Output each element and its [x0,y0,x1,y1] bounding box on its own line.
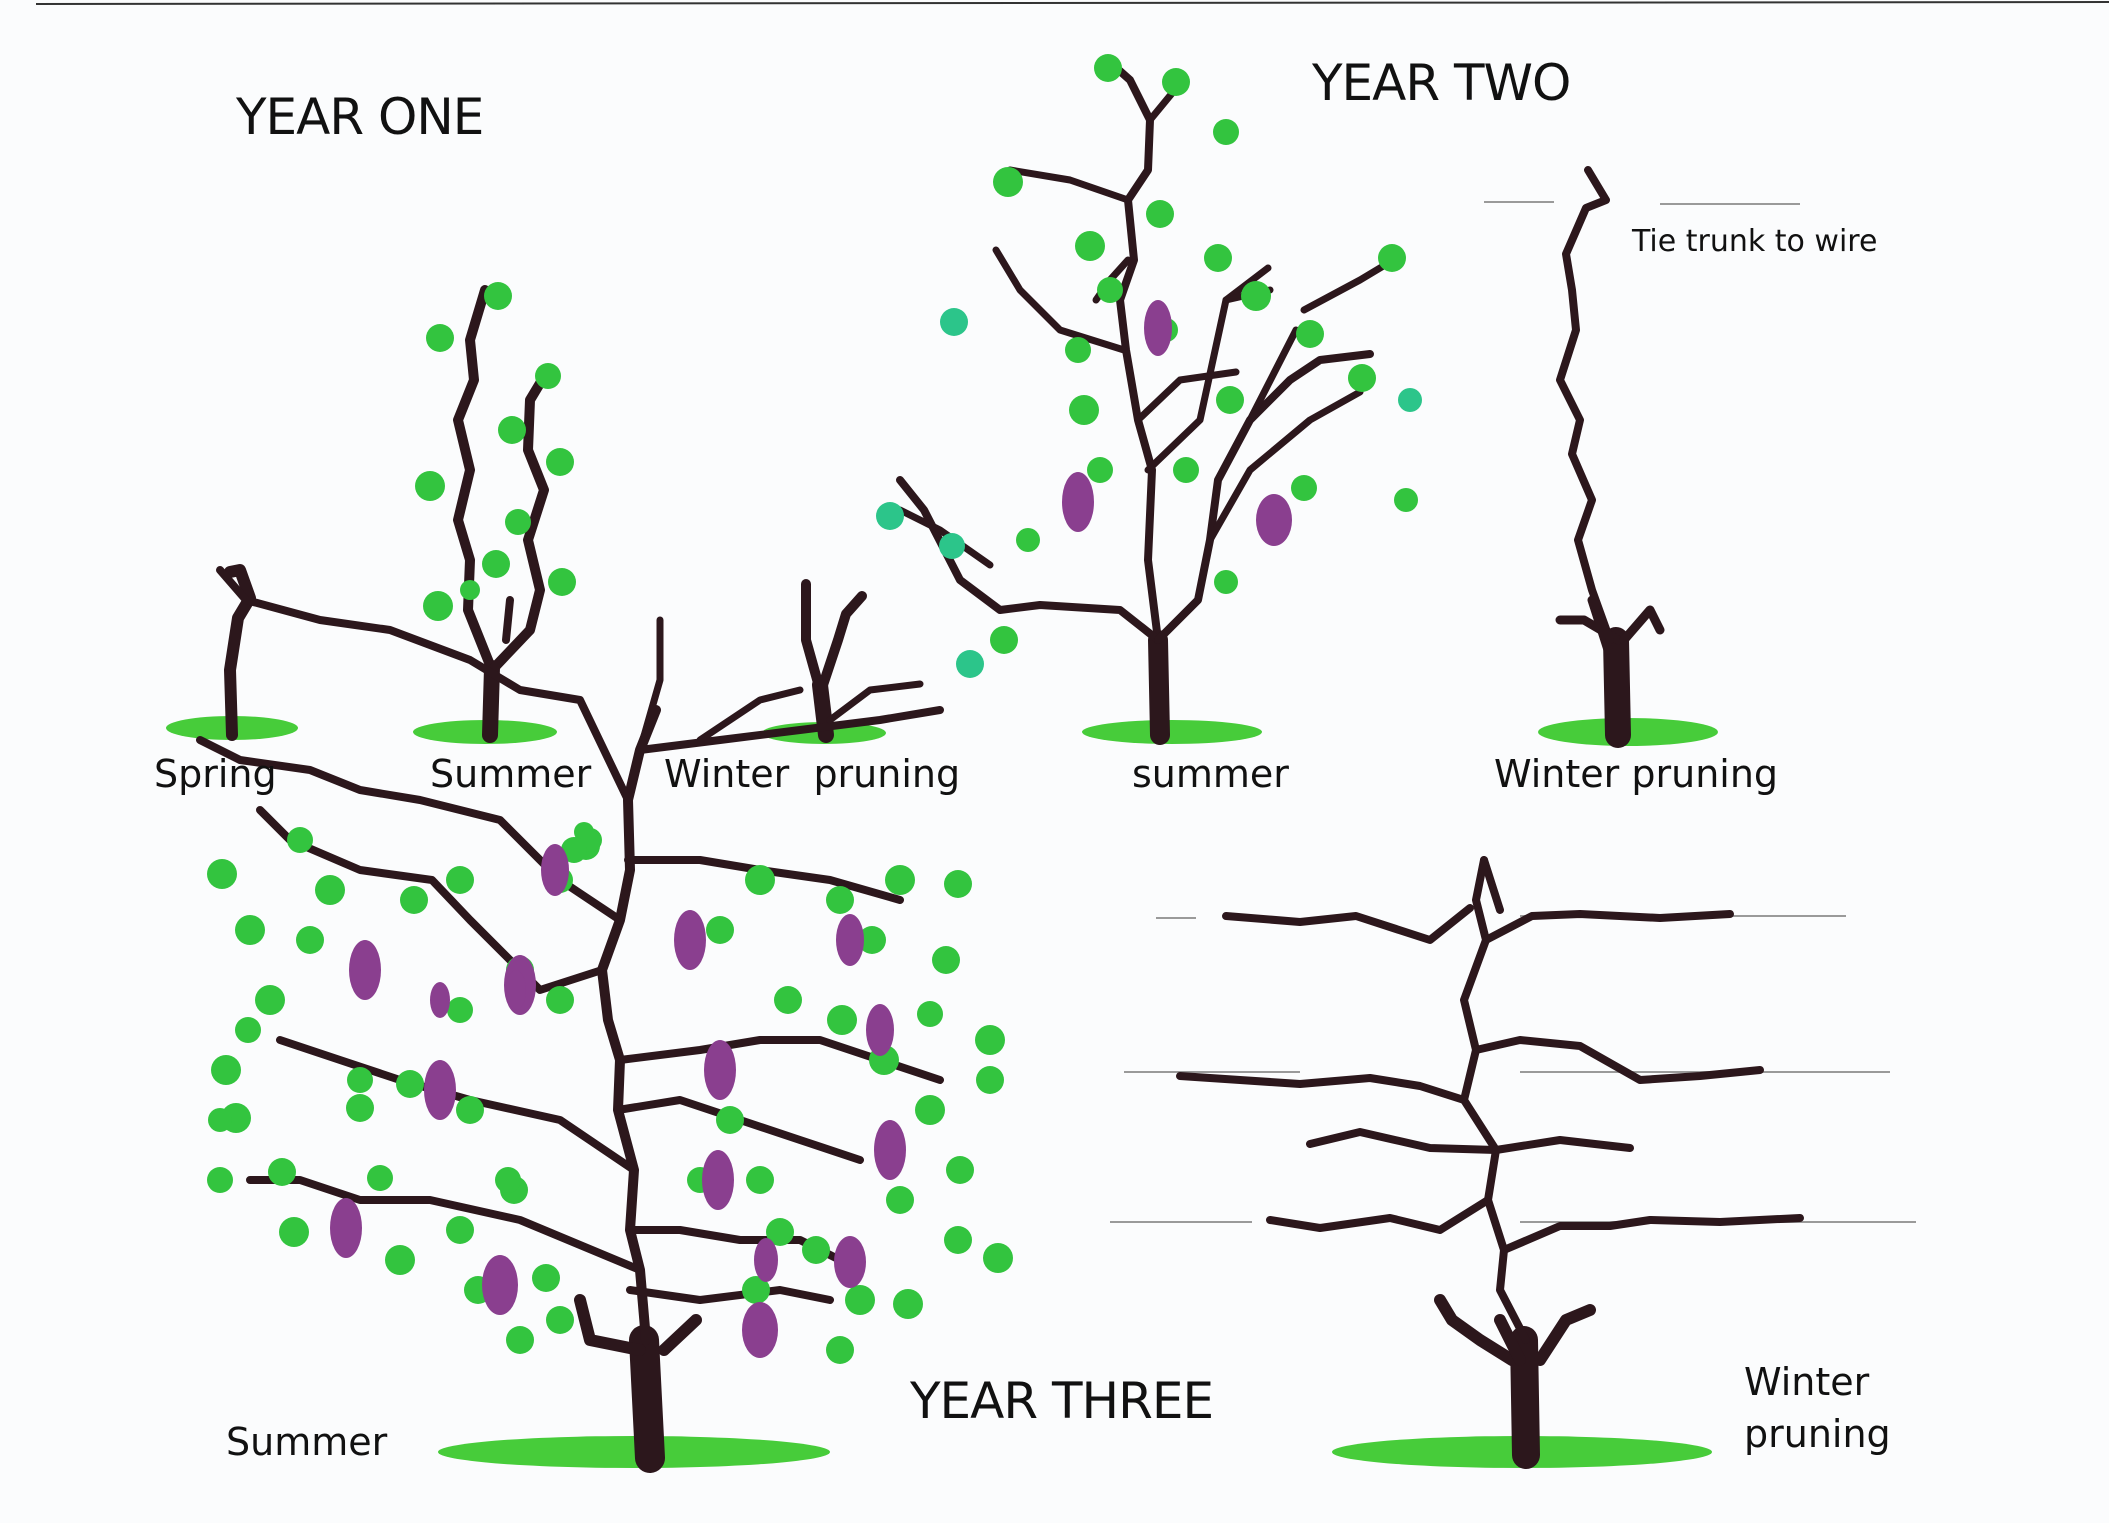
heading-year-three: YEAR THREE [910,1372,1213,1430]
stub [580,1300,640,1350]
label-y1-summer: Summer [430,752,591,796]
shoot [1496,1140,1630,1150]
trunk [490,668,492,735]
stub [1540,1310,1590,1360]
arm [630,1290,830,1300]
arm [640,710,940,750]
shoot [1010,170,1128,200]
trunk [1616,640,1618,735]
y1-spring-vine [166,570,298,740]
shoot [1250,330,1296,420]
grass-patch [438,1436,830,1468]
y2-summer-vine [876,54,1422,744]
leader [602,710,656,1340]
label-y3-summer: Summer [226,1420,387,1464]
cordon-left-3 [1270,1200,1488,1230]
cordon-right-2 [1476,1040,1760,1080]
trunk-to-wire [1560,170,1610,640]
cordon-left-1 [1226,908,1470,940]
label-y2-winter: Winter pruning [1494,752,1778,796]
shoot [1310,1132,1496,1150]
label-y3-winter-line2: pruning [1744,1412,1891,1456]
scan-edge-line [36,2,2109,4]
branch-left-low [900,480,1158,640]
stub [1484,860,1500,910]
grass-patch [1082,720,1262,744]
cordon-right-1 [1486,914,1730,940]
label-y3-winter-line1: Winter [1744,1360,1869,1404]
trunk [1158,640,1160,735]
arm [250,1180,640,1270]
branch-left [806,584,820,690]
heading-year-one: YEAR ONE [236,88,483,146]
label-y1-winter: Winter pruning [664,752,960,796]
label-y1-spring: Spring [154,752,277,796]
trunk [644,1340,650,1458]
heading-year-two: YEAR TWO [1312,54,1570,112]
label-y2-summer: summer [1132,752,1289,796]
spur [506,600,510,640]
branch-left [458,290,492,670]
shoot [1304,262,1390,310]
branch-right [822,596,862,688]
stub [1624,610,1660,640]
cordon-left-2 [1180,1076,1464,1100]
note-tie-trunk: Tie trunk to wire [1632,224,1877,259]
stub [664,1320,696,1350]
y3-summer-vine [200,570,1013,1468]
